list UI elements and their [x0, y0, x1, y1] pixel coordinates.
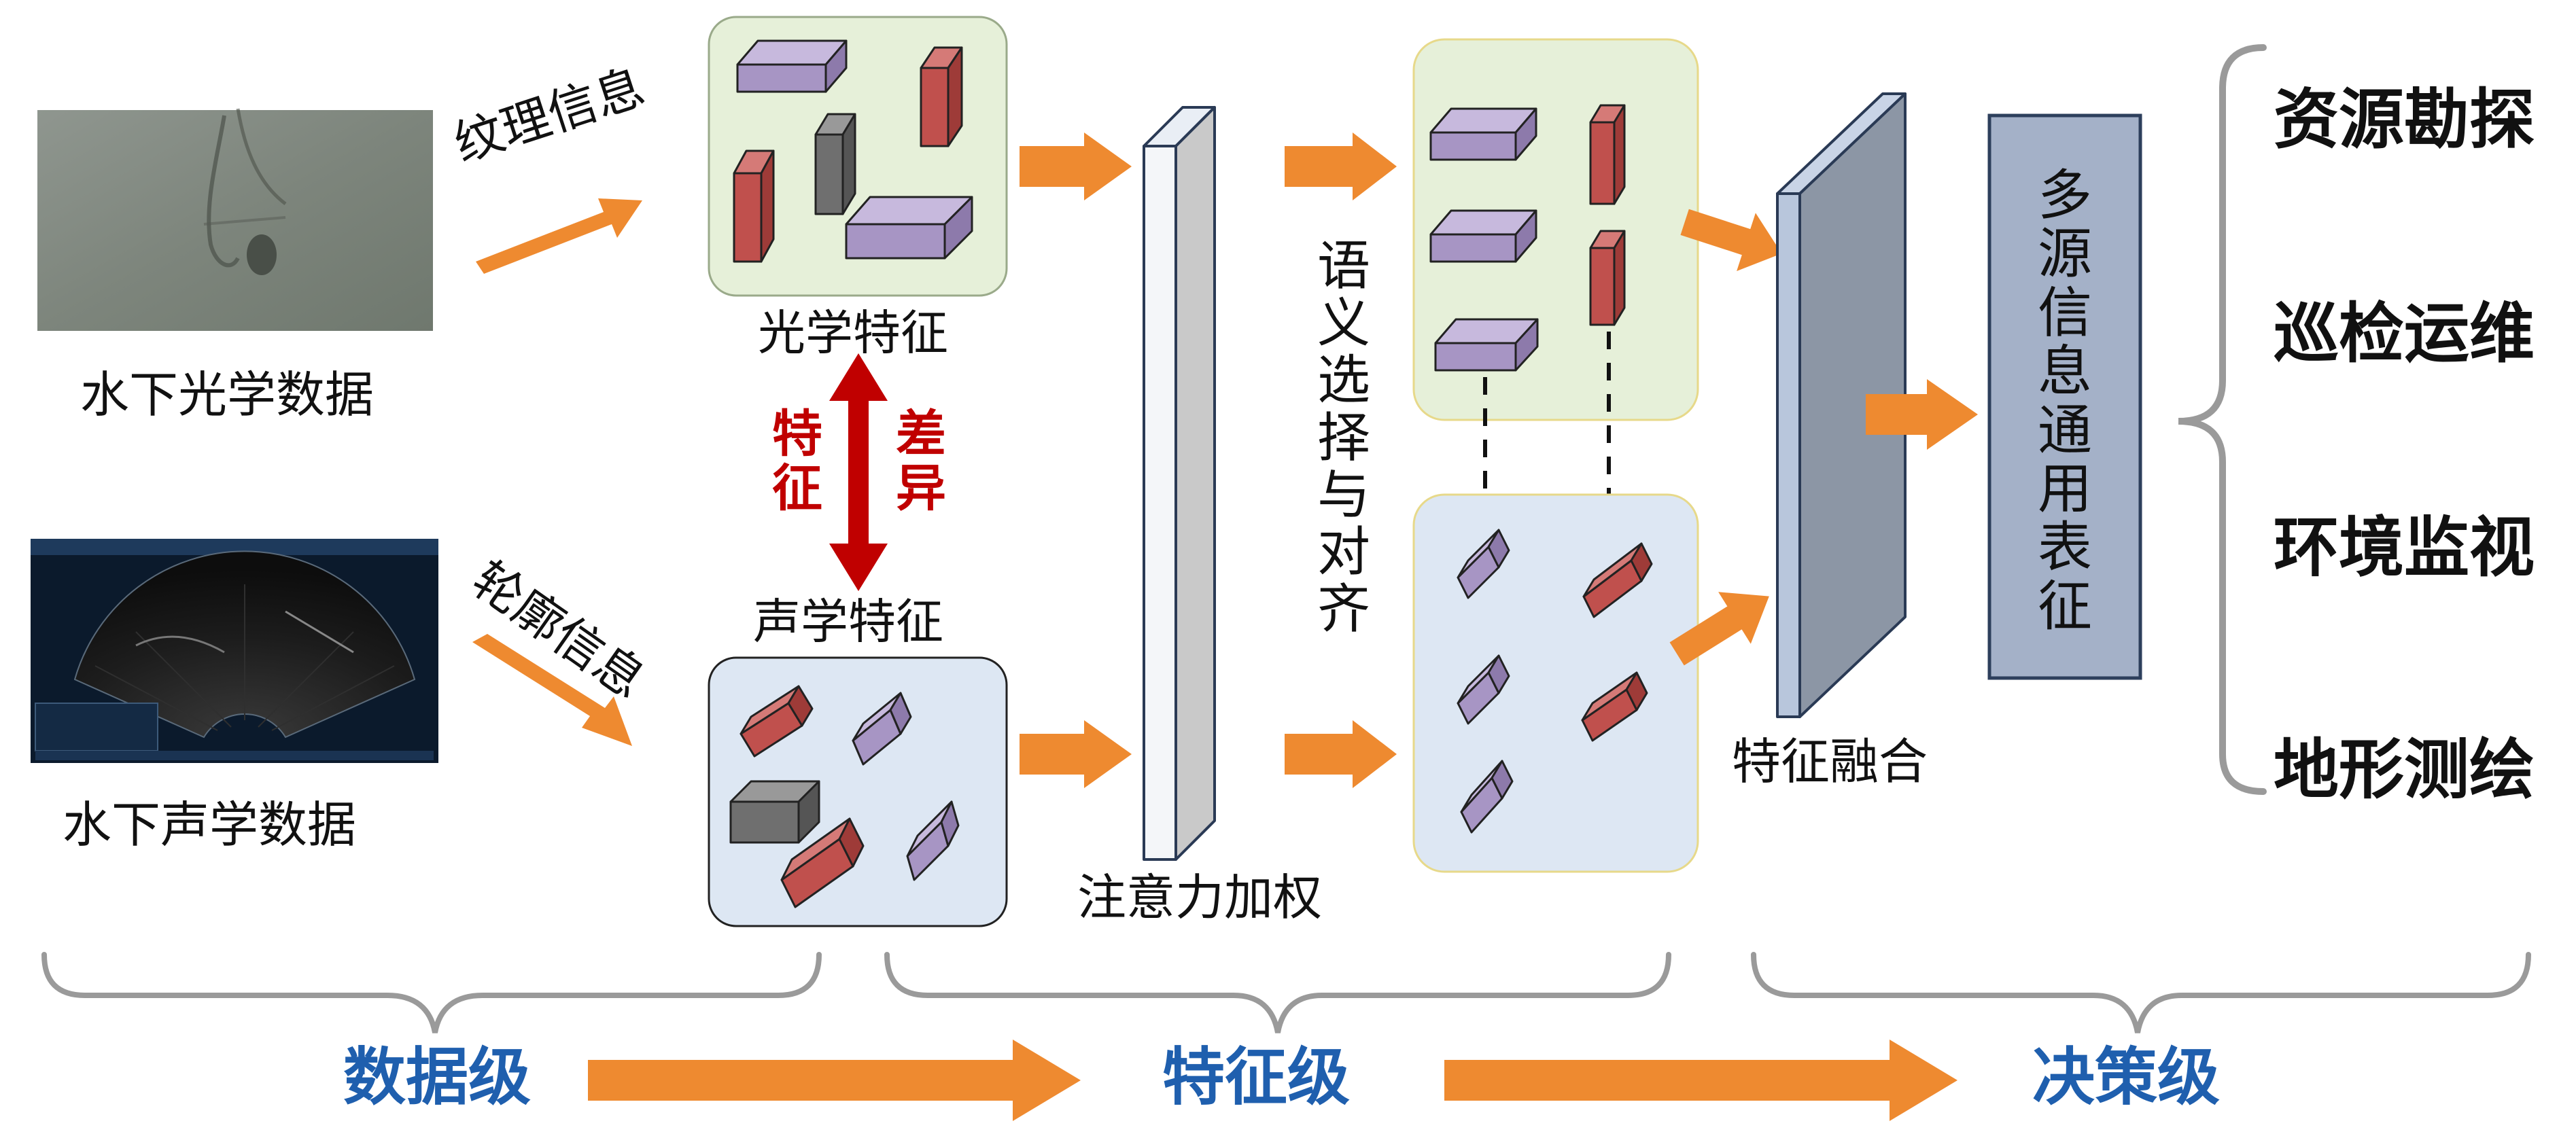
- application-item: 巡检运维: [2274, 296, 2535, 372]
- feature-diff-right-label: 差异: [896, 405, 946, 518]
- optical-data-label: 水下光学数据: [80, 366, 375, 423]
- contour-arrow: [472, 634, 632, 746]
- attention-layer: [1143, 106, 1216, 861]
- data-level-brace: [41, 952, 822, 1033]
- acoustic-feature-label: 声学特征: [753, 594, 943, 650]
- optical-to-fusion-arrow: [1680, 209, 1782, 271]
- acoustic-data-label: 水下声学数据: [63, 796, 357, 853]
- feature-fusion-label: 特征融合: [1732, 733, 1928, 790]
- feature-diff-left-label: 特征: [772, 405, 822, 518]
- aligned-optical-blocks: [1429, 104, 1626, 372]
- feature-to-decision-arrow: [1444, 1040, 1957, 1121]
- decision-level-brace: [1751, 952, 2531, 1033]
- fusion-layer: [1776, 92, 1907, 718]
- feature-level-label: 特征级: [1162, 1041, 1351, 1114]
- application-item: 地形测绘: [2274, 732, 2535, 808]
- texture-arrow: [476, 198, 642, 274]
- acoustic-feature-blocks: [729, 685, 960, 908]
- data-level-label: 数据级: [343, 1041, 532, 1114]
- general-representation-label: 多源信息通用表征: [2038, 164, 2092, 638]
- attention-to-optical-arrow: [1285, 132, 1397, 200]
- decision-level-label: 决策级: [2032, 1041, 2221, 1114]
- acoustic-to-attention-arrow: [1020, 720, 1132, 788]
- attention-to-acoustic-arrow: [1285, 720, 1397, 788]
- fusion-to-representation-arrow: [1866, 379, 1978, 450]
- feature-difference-arrow: [829, 353, 888, 591]
- aligned-acoustic-box: [1412, 493, 1699, 873]
- application-brace: [2178, 44, 2267, 795]
- acoustic-to-fusion-arrow: [1669, 592, 1769, 666]
- semantic-alignment-label: 语义选择与对齐: [1317, 236, 1370, 641]
- feature-level-brace: [884, 952, 1671, 1033]
- sonar-image: [31, 539, 438, 763]
- general-representation-box: [1987, 113, 2142, 680]
- optical-feature-label: 光学特征: [758, 305, 948, 361]
- application-item: 资源勘探: [2274, 82, 2535, 158]
- aligned-acoustic-blocks: [1457, 529, 1653, 834]
- optical-feature-blocks: [733, 39, 973, 263]
- optical-image: [37, 108, 433, 331]
- application-item: 环境监视: [2274, 510, 2535, 586]
- attention-weighting-label: 注意力加权: [1077, 869, 1323, 926]
- optical-to-attention-arrow: [1020, 132, 1132, 200]
- data-to-feature-arrow: [588, 1040, 1081, 1121]
